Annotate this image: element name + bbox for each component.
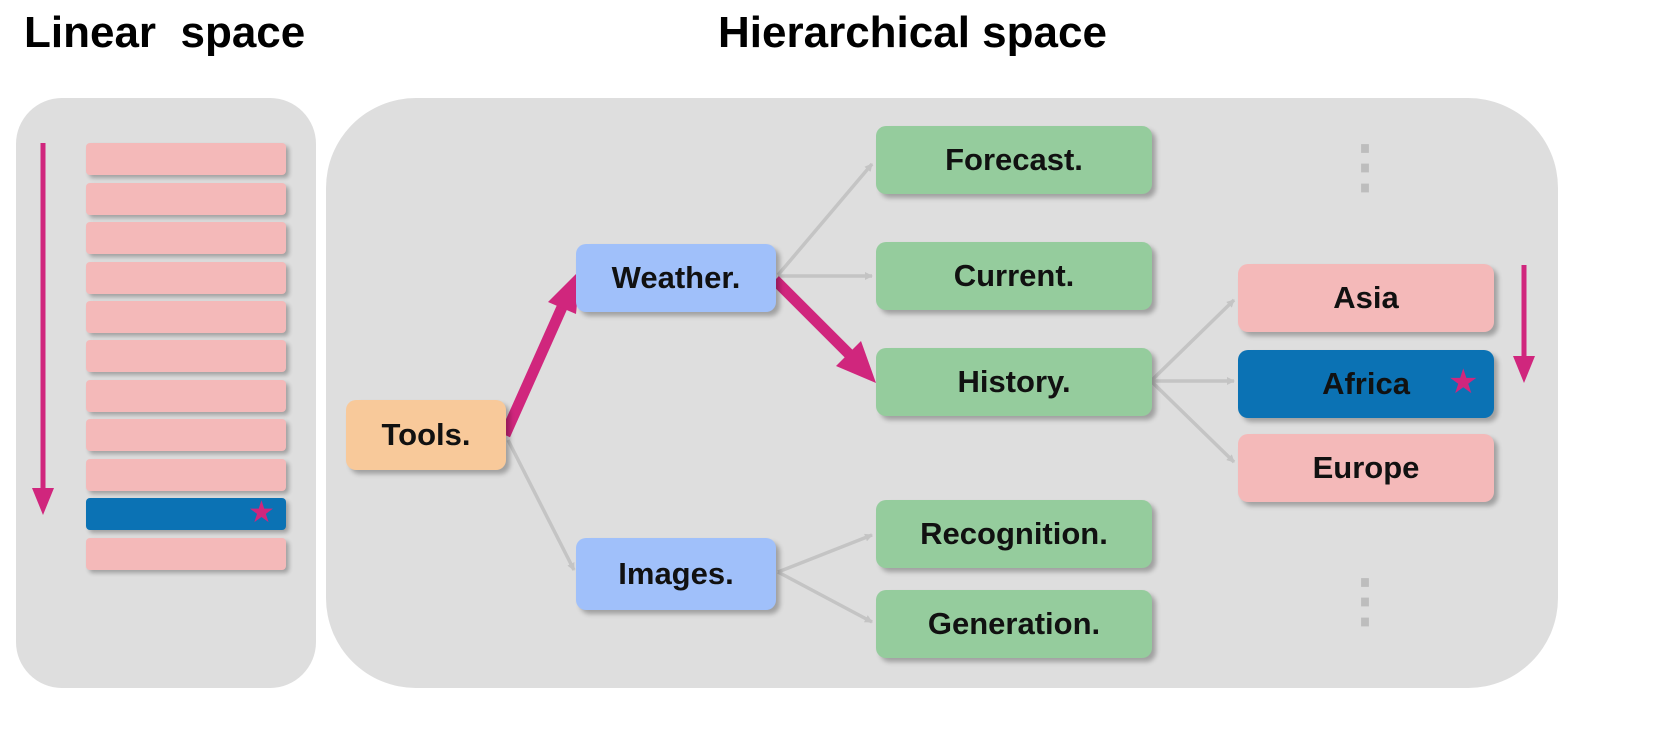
node-asia: Asia (1238, 264, 1494, 332)
linear-list-item (86, 301, 286, 333)
linear-space-title: Linear space (24, 8, 306, 57)
edge-history-europe (1150, 380, 1236, 464)
edge-images-generation (777, 570, 873, 624)
linear-scan-arrowhead (32, 488, 54, 515)
path-tools-weather-arrowhead (548, 270, 580, 314)
path-tools-weather (499, 302, 569, 438)
linear-list-item (86, 380, 286, 412)
node-tools: Tools. (346, 400, 506, 470)
linear-list-item (86, 340, 286, 372)
edge-history-asia (1150, 298, 1236, 382)
children-scan-arrowhead (1513, 356, 1535, 383)
linear-list-item (86, 222, 286, 254)
node-current: Current. (876, 242, 1152, 310)
node-history: History. (876, 348, 1152, 416)
more-items-ellipsis-icon: ⋮ (1336, 568, 1394, 633)
more-items-ellipsis-icon: ⋮ (1336, 134, 1394, 199)
edge-weather-forecast (776, 162, 874, 277)
linear-list-item (86, 459, 286, 491)
linear-list-item (86, 262, 286, 294)
node-generation: Generation. (876, 590, 1152, 658)
node-africa: Africa (1238, 350, 1494, 418)
node-forecast: Forecast. (876, 126, 1152, 194)
node-europe: Europe (1238, 434, 1494, 502)
node-recognition: Recognition. (876, 500, 1152, 568)
edge-images-recognition (777, 533, 873, 574)
linear-list-item (86, 143, 286, 175)
target-star-icon: ★ (1448, 363, 1479, 401)
path-weather-history-arrowhead (836, 341, 876, 383)
node-images: Images. (576, 538, 776, 610)
linear-list-item (86, 419, 286, 451)
path-weather-history (771, 276, 854, 359)
linear-list-item (86, 183, 286, 215)
edge-tools-images (506, 439, 576, 571)
linear-list-item (86, 538, 286, 570)
node-weather: Weather. (576, 244, 776, 312)
hierarchical-space-title: Hierarchical space (718, 8, 1107, 57)
linear-target-star-icon: ★ (248, 496, 275, 529)
linear-list-item-selected (86, 498, 286, 530)
